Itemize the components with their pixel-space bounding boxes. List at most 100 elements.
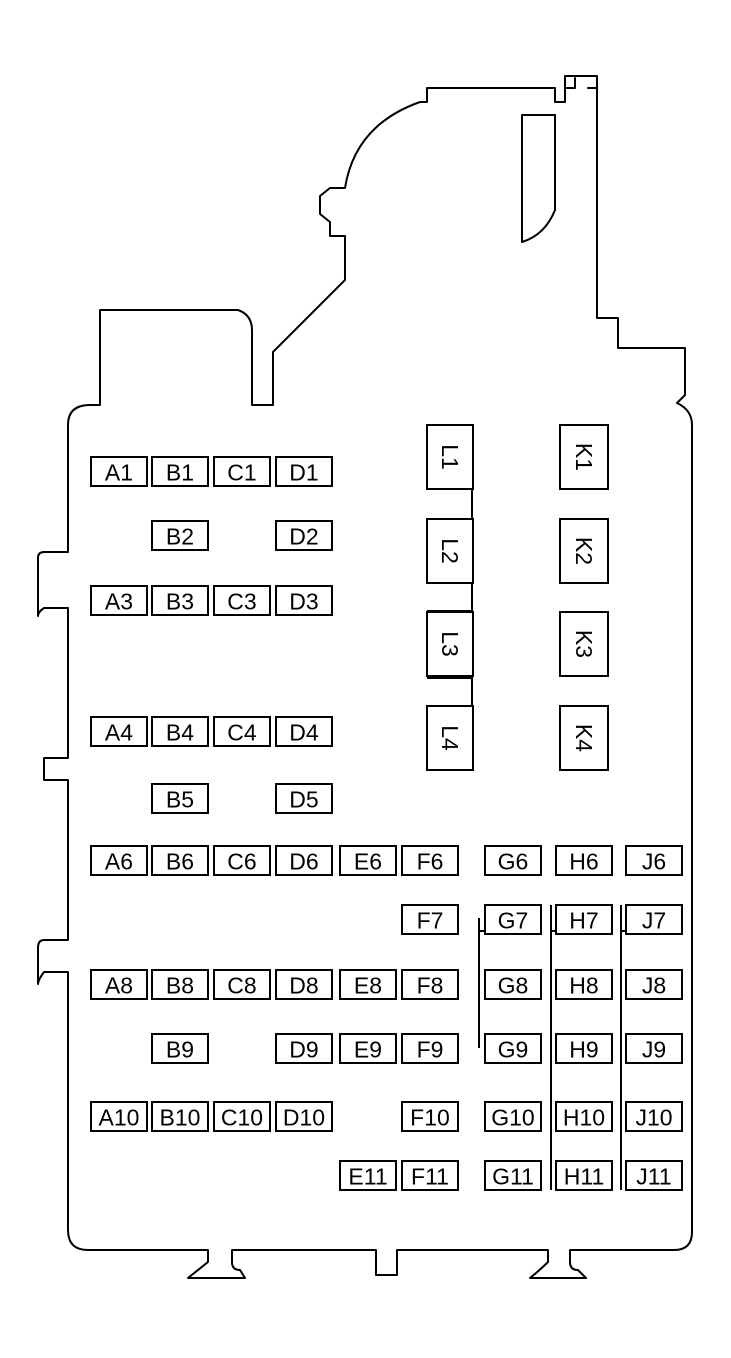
fuse-label: G10 [491, 1105, 534, 1131]
relay-l1: L1 [426, 424, 474, 490]
fuse-g8: G8 [484, 969, 542, 1000]
fuse-d10: D10 [275, 1101, 333, 1132]
fuse-d6: D6 [275, 845, 333, 876]
fuse-label: H9 [569, 1037, 598, 1063]
relay-label: K1 [571, 443, 597, 471]
fuse-d4: D4 [275, 716, 333, 747]
fuse-j10: J10 [625, 1101, 683, 1132]
relay-k4: K4 [559, 705, 609, 771]
fuse-label: B10 [160, 1105, 201, 1131]
fuse-a1: A1 [90, 456, 148, 487]
fuse-label: D10 [283, 1105, 325, 1131]
fuse-label: G9 [498, 1037, 529, 1063]
fuse-a6: A6 [90, 845, 148, 876]
fuse-label: F9 [417, 1037, 444, 1063]
fuse-label: D5 [289, 787, 318, 813]
fuse-label: G7 [498, 908, 529, 934]
relay-k2: K2 [559, 518, 609, 584]
fuse-label: A4 [105, 720, 133, 746]
fuse-d1: D1 [275, 456, 333, 487]
fuse-e9: E9 [339, 1033, 397, 1064]
fuse-label: B1 [166, 460, 194, 486]
fuse-label: J8 [642, 973, 666, 999]
fuse-f7: F7 [401, 904, 459, 935]
fuse-block-housing [37, 75, 693, 1279]
fuse-j9: J9 [625, 1033, 683, 1064]
fuse-label: B8 [166, 973, 194, 999]
fuse-label: J7 [642, 908, 666, 934]
fuse-d8: D8 [275, 969, 333, 1000]
fuse-f10: F10 [401, 1101, 459, 1132]
fuse-label: A6 [105, 849, 133, 875]
fuse-b5: B5 [151, 783, 209, 814]
fuse-label: A10 [99, 1105, 140, 1131]
fuse-label: G8 [498, 973, 529, 999]
fuse-label: H8 [569, 973, 598, 999]
fuse-c1: C1 [213, 456, 271, 487]
fuse-b9: B9 [151, 1033, 209, 1064]
fuse-label: B2 [166, 524, 194, 550]
fuse-e6: E6 [339, 845, 397, 876]
fuse-label: C4 [227, 720, 257, 746]
fuse-b6: B6 [151, 845, 209, 876]
fuse-label: J11 [636, 1164, 671, 1190]
fuse-label: A8 [105, 973, 133, 999]
fuse-h10: H10 [555, 1101, 613, 1132]
fuse-f11: F11 [401, 1160, 459, 1191]
fuse-b3: B3 [151, 585, 209, 616]
relay-label: L4 [437, 725, 463, 751]
fuse-c4: C4 [213, 716, 271, 747]
fuse-b1: B1 [151, 456, 209, 487]
fuse-a8: A8 [90, 969, 148, 1000]
fuse-g10: G10 [484, 1101, 542, 1132]
fuse-b10: B10 [151, 1101, 209, 1132]
fuse-g7: G7 [484, 904, 542, 935]
relay-label: K2 [571, 537, 597, 565]
fuse-label: C10 [221, 1105, 263, 1131]
fuse-label: H11 [564, 1164, 605, 1190]
fuse-label: D1 [289, 460, 318, 486]
fuse-j7: J7 [625, 904, 683, 935]
fuse-g6: G6 [484, 845, 542, 876]
fuse-g11: G11 [484, 1160, 542, 1191]
fuse-label: C8 [227, 973, 256, 999]
fuse-a4: A4 [90, 716, 148, 747]
fuse-a10: A10 [90, 1101, 148, 1132]
fuse-d5: D5 [275, 783, 333, 814]
fuse-label: D6 [289, 849, 318, 875]
fuse-g9: G9 [484, 1033, 542, 1064]
fuse-f8: F8 [401, 969, 459, 1000]
relay-label: K3 [571, 630, 597, 658]
fuse-label: G6 [498, 849, 529, 875]
relay-label: L2 [437, 538, 463, 564]
fuse-d3: D3 [275, 585, 333, 616]
fuse-label: E9 [354, 1037, 382, 1063]
fuse-label: F8 [417, 973, 444, 999]
fuse-h7: H7 [555, 904, 613, 935]
fuse-label: J6 [642, 849, 666, 875]
fuse-label: A1 [105, 460, 133, 486]
fuse-h8: H8 [555, 969, 613, 1000]
relay-l2: L2 [426, 518, 474, 584]
fuse-j8: J8 [625, 969, 683, 1000]
fuse-c10: C10 [213, 1101, 271, 1132]
fuse-e8: E8 [339, 969, 397, 1000]
fuse-label: G11 [492, 1164, 534, 1190]
fuse-label: B4 [166, 720, 194, 746]
relay-k3: K3 [559, 611, 609, 677]
fuse-label: D4 [289, 720, 319, 746]
fuse-c8: C8 [213, 969, 271, 1000]
fuse-d2: D2 [275, 520, 333, 551]
fuse-label: F6 [417, 849, 444, 875]
fuse-j11: J11 [625, 1160, 683, 1191]
fuse-b8: B8 [151, 969, 209, 1000]
fuse-h6: H6 [555, 845, 613, 876]
fuse-label: J9 [642, 1037, 666, 1063]
fuse-label: D2 [289, 524, 318, 550]
fuse-label: D9 [289, 1037, 318, 1063]
fuse-f9: F9 [401, 1033, 459, 1064]
fuse-label: B9 [166, 1037, 194, 1063]
fuse-label: F10 [410, 1105, 450, 1131]
